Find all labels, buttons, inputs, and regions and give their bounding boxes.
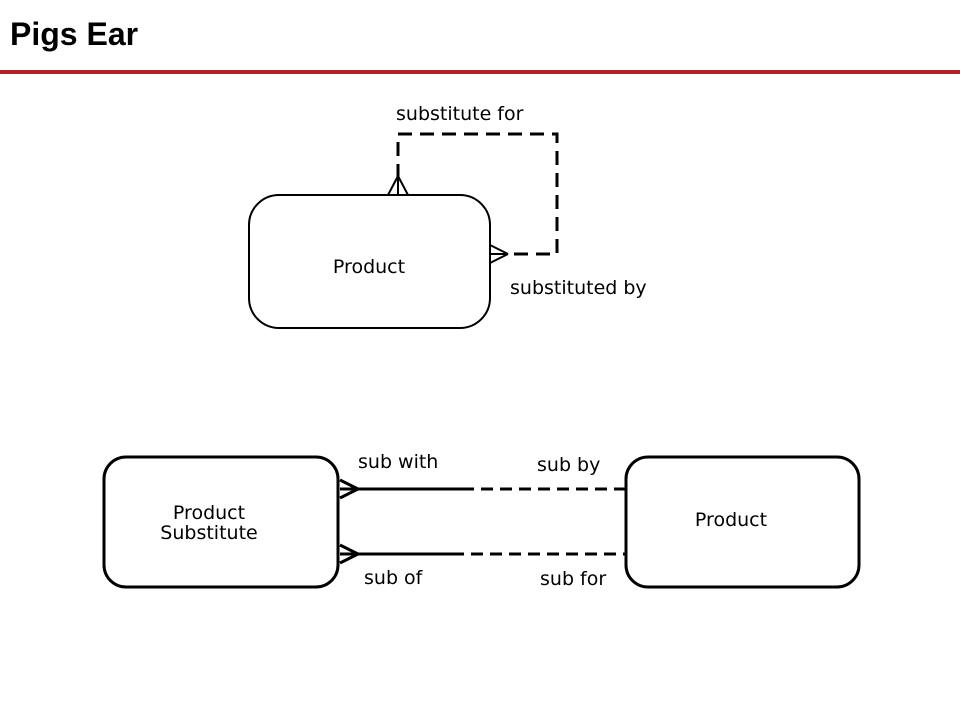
- bottom-diagram: Product Substitute Product sub with sub …: [102, 451, 861, 590]
- top-label-substitute-for: substitute for: [396, 103, 524, 125]
- slide-title: Pigs Ear: [10, 16, 139, 52]
- top-product-entity[interactable]: [248, 194, 491, 329]
- top-label-substituted-by: substituted by: [510, 277, 647, 299]
- top-diagram: Product substitute for substituted by: [248, 103, 647, 329]
- label-sub-for: sub for: [540, 568, 606, 590]
- relationship-1-crows-foot: [339, 478, 359, 500]
- top-product-label: Product: [333, 256, 405, 278]
- product-substitute-label-line2: Substitute: [160, 522, 257, 544]
- bottom-product-label: Product: [695, 509, 767, 531]
- top-crows-foot-top: [387, 175, 409, 196]
- label-sub-by: sub by: [537, 454, 600, 476]
- product-substitute-label-line1: Product: [173, 502, 245, 524]
- product-substitute-entity[interactable]: [102, 455, 340, 589]
- title-rule: [0, 70, 960, 74]
- bottom-product-entity[interactable]: [624, 455, 861, 589]
- relationship-2-crows-foot: [339, 543, 359, 565]
- top-self-relationship-line[interactable]: [396, 132, 559, 256]
- label-sub-with: sub with: [358, 451, 438, 473]
- top-crows-foot-right: [489, 244, 509, 264]
- label-sub-of: sub of: [364, 567, 424, 589]
